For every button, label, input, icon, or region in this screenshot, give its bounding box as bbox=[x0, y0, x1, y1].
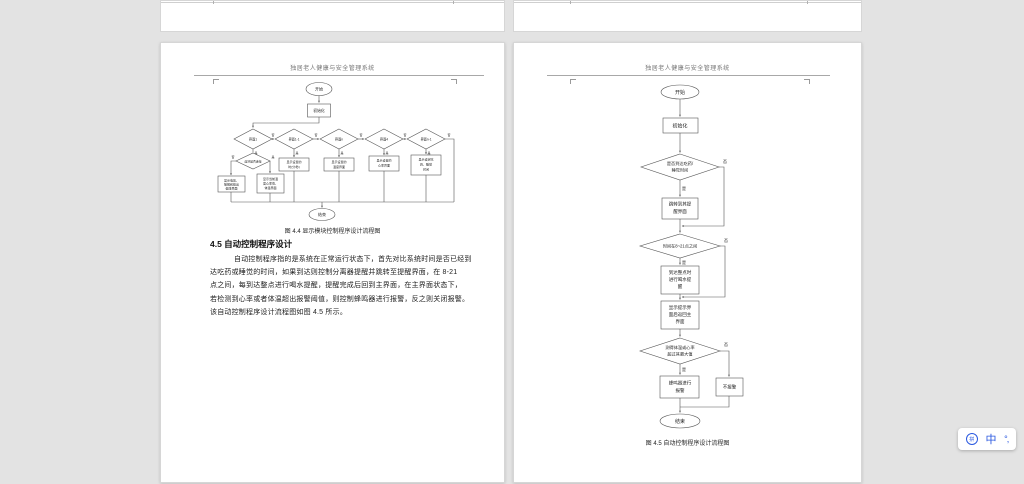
flow-box1-line: 播报和输出 bbox=[224, 181, 239, 186]
flow-b2-line: 到达整点时 bbox=[669, 269, 692, 276]
flow-diamond-1: 界面1 bbox=[249, 137, 257, 141]
flow-end-label: 结束 bbox=[318, 211, 326, 217]
flow-yes-label: 是 bbox=[385, 150, 388, 155]
flow-b3-line: 显示提示界 bbox=[669, 304, 692, 311]
flow-box6-line: 时间 bbox=[423, 166, 429, 171]
document-page-left[interactable]: 独居老人健康与安全管理系统 开始 初始化 界面1 界面1-1 界面n 界面4 界… bbox=[160, 42, 505, 483]
document-page-right[interactable]: 独居老人健康与安全管理系统 开始 初始化 是否到达吃药/ 睡觉时间 否 是 跳转… bbox=[513, 42, 862, 483]
flowchart-figure-4-5: 开始 初始化 是否到达吃药/ 睡觉时间 否 是 跳转到其提 醒界面 时间在8~2… bbox=[638, 84, 744, 429]
text-boundary-line bbox=[161, 2, 504, 3]
flow-yes-label: 是 bbox=[340, 150, 343, 155]
flow-yes-label: 是 bbox=[682, 259, 686, 265]
page-header: 独居老人健康与安全管理系统 bbox=[645, 66, 730, 72]
flow-b1-line: 跳转到其提 bbox=[669, 201, 692, 208]
figure-caption-4-5: 图 4.5 自动控制程序设计流程图 bbox=[645, 441, 730, 447]
flow-box5-line: 显示设置的 bbox=[376, 157, 391, 162]
flow-box4-line: 温度界面 bbox=[333, 164, 345, 169]
flow-no-label: 否 bbox=[724, 342, 728, 347]
page-header: 独居老人健康与安全管理系统 bbox=[290, 66, 375, 72]
flow-d3-line: 测得体温或心率 bbox=[665, 344, 694, 351]
margin-tick bbox=[807, 1, 808, 4]
flow-d3-line: 超过其最大值 bbox=[667, 351, 692, 358]
flow-b3-line: 面后返回主 bbox=[669, 311, 692, 318]
paragraph-line: 自动控制程序指的是系统在正常运行状态下，首先对比系统时间是否已经到 bbox=[234, 256, 472, 263]
flow-no-label: 否 bbox=[724, 238, 728, 243]
flow-b3-line: 界面 bbox=[676, 319, 685, 325]
flow-box1-line: 显示电压、 bbox=[224, 177, 239, 182]
flow-b2-line: 醒 bbox=[678, 284, 683, 290]
flow-box2-line: 体温界面 bbox=[264, 185, 276, 190]
margin-tick bbox=[453, 1, 454, 4]
flowchart-figure-4-4: 开始 初始化 界面1 界面1-1 界面n 界面4 界面n-1 否 否 否 否 否… bbox=[217, 82, 455, 221]
flow-no-label: 否 bbox=[271, 133, 274, 137]
flow-no-label: 否 bbox=[723, 159, 727, 164]
body-paragraph[interactable]: 自动控制程序指的是系统在正常运行状态下，首先对比系统时间是否已经到 达吃药或睡觉… bbox=[210, 253, 472, 319]
flow-diamond-3: 界面n bbox=[335, 137, 343, 141]
flow-box6-line: 显示设定吃 bbox=[418, 156, 433, 161]
flow-d1-line: 睡觉时间 bbox=[672, 167, 689, 174]
text-boundary-corner bbox=[213, 79, 219, 84]
flow-no-label: 否 bbox=[447, 133, 450, 137]
flow-box2-line: 度心率值、 bbox=[263, 180, 278, 185]
flow-box3-line: 时(分/秒) bbox=[288, 164, 300, 169]
flow-box6-line: 药、睡觉 bbox=[420, 161, 432, 166]
flow-b4-line: 蜂鸣器进行 bbox=[669, 380, 692, 387]
flow-d2-label: 时间在8~21点之间 bbox=[663, 243, 698, 250]
flow-b4-line: 报警 bbox=[676, 387, 685, 394]
figure-caption-4-4: 图 4.4 显示模块控制程序设计流程图 bbox=[284, 229, 381, 235]
flow-end-label: 结束 bbox=[675, 418, 685, 425]
flow-box3-line: 显示设置的 bbox=[286, 159, 301, 164]
flow-no-label: 否 bbox=[314, 133, 317, 137]
flow-yes-label: 是 bbox=[427, 150, 430, 155]
flow-d1-line: 是否到达吃药/ bbox=[667, 160, 694, 167]
flow-diamond-5: 界面n-1 bbox=[421, 137, 432, 141]
flow-yes-label: 是 bbox=[295, 150, 298, 155]
flow-box2-line: 显示当前温 bbox=[263, 176, 278, 181]
text-boundary-corner bbox=[451, 79, 457, 84]
flow-yes-label: 是 bbox=[682, 366, 686, 372]
paragraph-line: 该自动控制程序设计流程图如图 4.5 所示。 bbox=[210, 308, 348, 316]
text-boundary-line bbox=[514, 2, 861, 3]
flow-box4-line: 显示设置的 bbox=[331, 159, 346, 164]
previous-page-right[interactable] bbox=[513, 0, 862, 32]
margin-tick bbox=[570, 1, 571, 4]
flow-init-label: 初始化 bbox=[313, 108, 325, 113]
text-boundary-corner bbox=[570, 79, 576, 84]
ime-logo-icon[interactable]: 拼 bbox=[965, 433, 978, 445]
text-boundary-corner bbox=[804, 79, 810, 84]
flow-b5-label: 不报警 bbox=[723, 384, 737, 391]
flow-no-label: 否 bbox=[231, 155, 234, 159]
paragraph-line: 若检测到心率或者体温超出报警阈值，则控制蜂鸣器进行报警，反之则关闭报警。 bbox=[210, 295, 470, 303]
paragraph-line: 达吃药或睡觉的时间，如果到达则控制分离器提醒并跳转至提醒界面，在 8-21 bbox=[210, 269, 458, 277]
flow-no-label: 否 bbox=[359, 133, 362, 137]
flow-box1-line: 健康界面 bbox=[225, 185, 237, 190]
flow-start-label: 开始 bbox=[675, 89, 685, 96]
flow-diamond-2: 界面1-1 bbox=[289, 137, 300, 141]
header-rule bbox=[194, 75, 484, 76]
flow-yes-label: 是 bbox=[682, 185, 686, 191]
header-rule bbox=[547, 75, 830, 76]
flow-init-label: 初始化 bbox=[672, 122, 687, 129]
ime-punctuation-icon[interactable]: °, bbox=[1004, 434, 1009, 444]
flow-diamond-4: 界面4 bbox=[380, 137, 388, 141]
flow-box5-line: 心率界面 bbox=[378, 162, 390, 167]
flow-no-label: 否 bbox=[403, 133, 406, 137]
ime-language-mode[interactable]: 中 bbox=[985, 434, 997, 446]
flow-yes-label: 是 bbox=[271, 154, 274, 159]
input-method-bar[interactable]: 拼 中 °, bbox=[958, 428, 1016, 450]
previous-page-left[interactable] bbox=[160, 0, 505, 32]
section-heading-4-5: 4.5 自动控制程序设计 bbox=[210, 239, 293, 249]
paragraph-line: 点之间，每到达整点进行喝水提醒，提醒完成后回到主界面，在主界面状态下， bbox=[210, 282, 462, 290]
flow-yes-label: 是 bbox=[254, 150, 257, 155]
flow-subdiamond: 蓝牙是否连接 bbox=[244, 158, 261, 163]
flow-start-label: 开始 bbox=[315, 86, 323, 92]
margin-tick bbox=[213, 1, 214, 4]
flow-b1-line: 醒界面 bbox=[673, 209, 687, 215]
flow-b2-line: 进行喝水提 bbox=[669, 276, 692, 283]
